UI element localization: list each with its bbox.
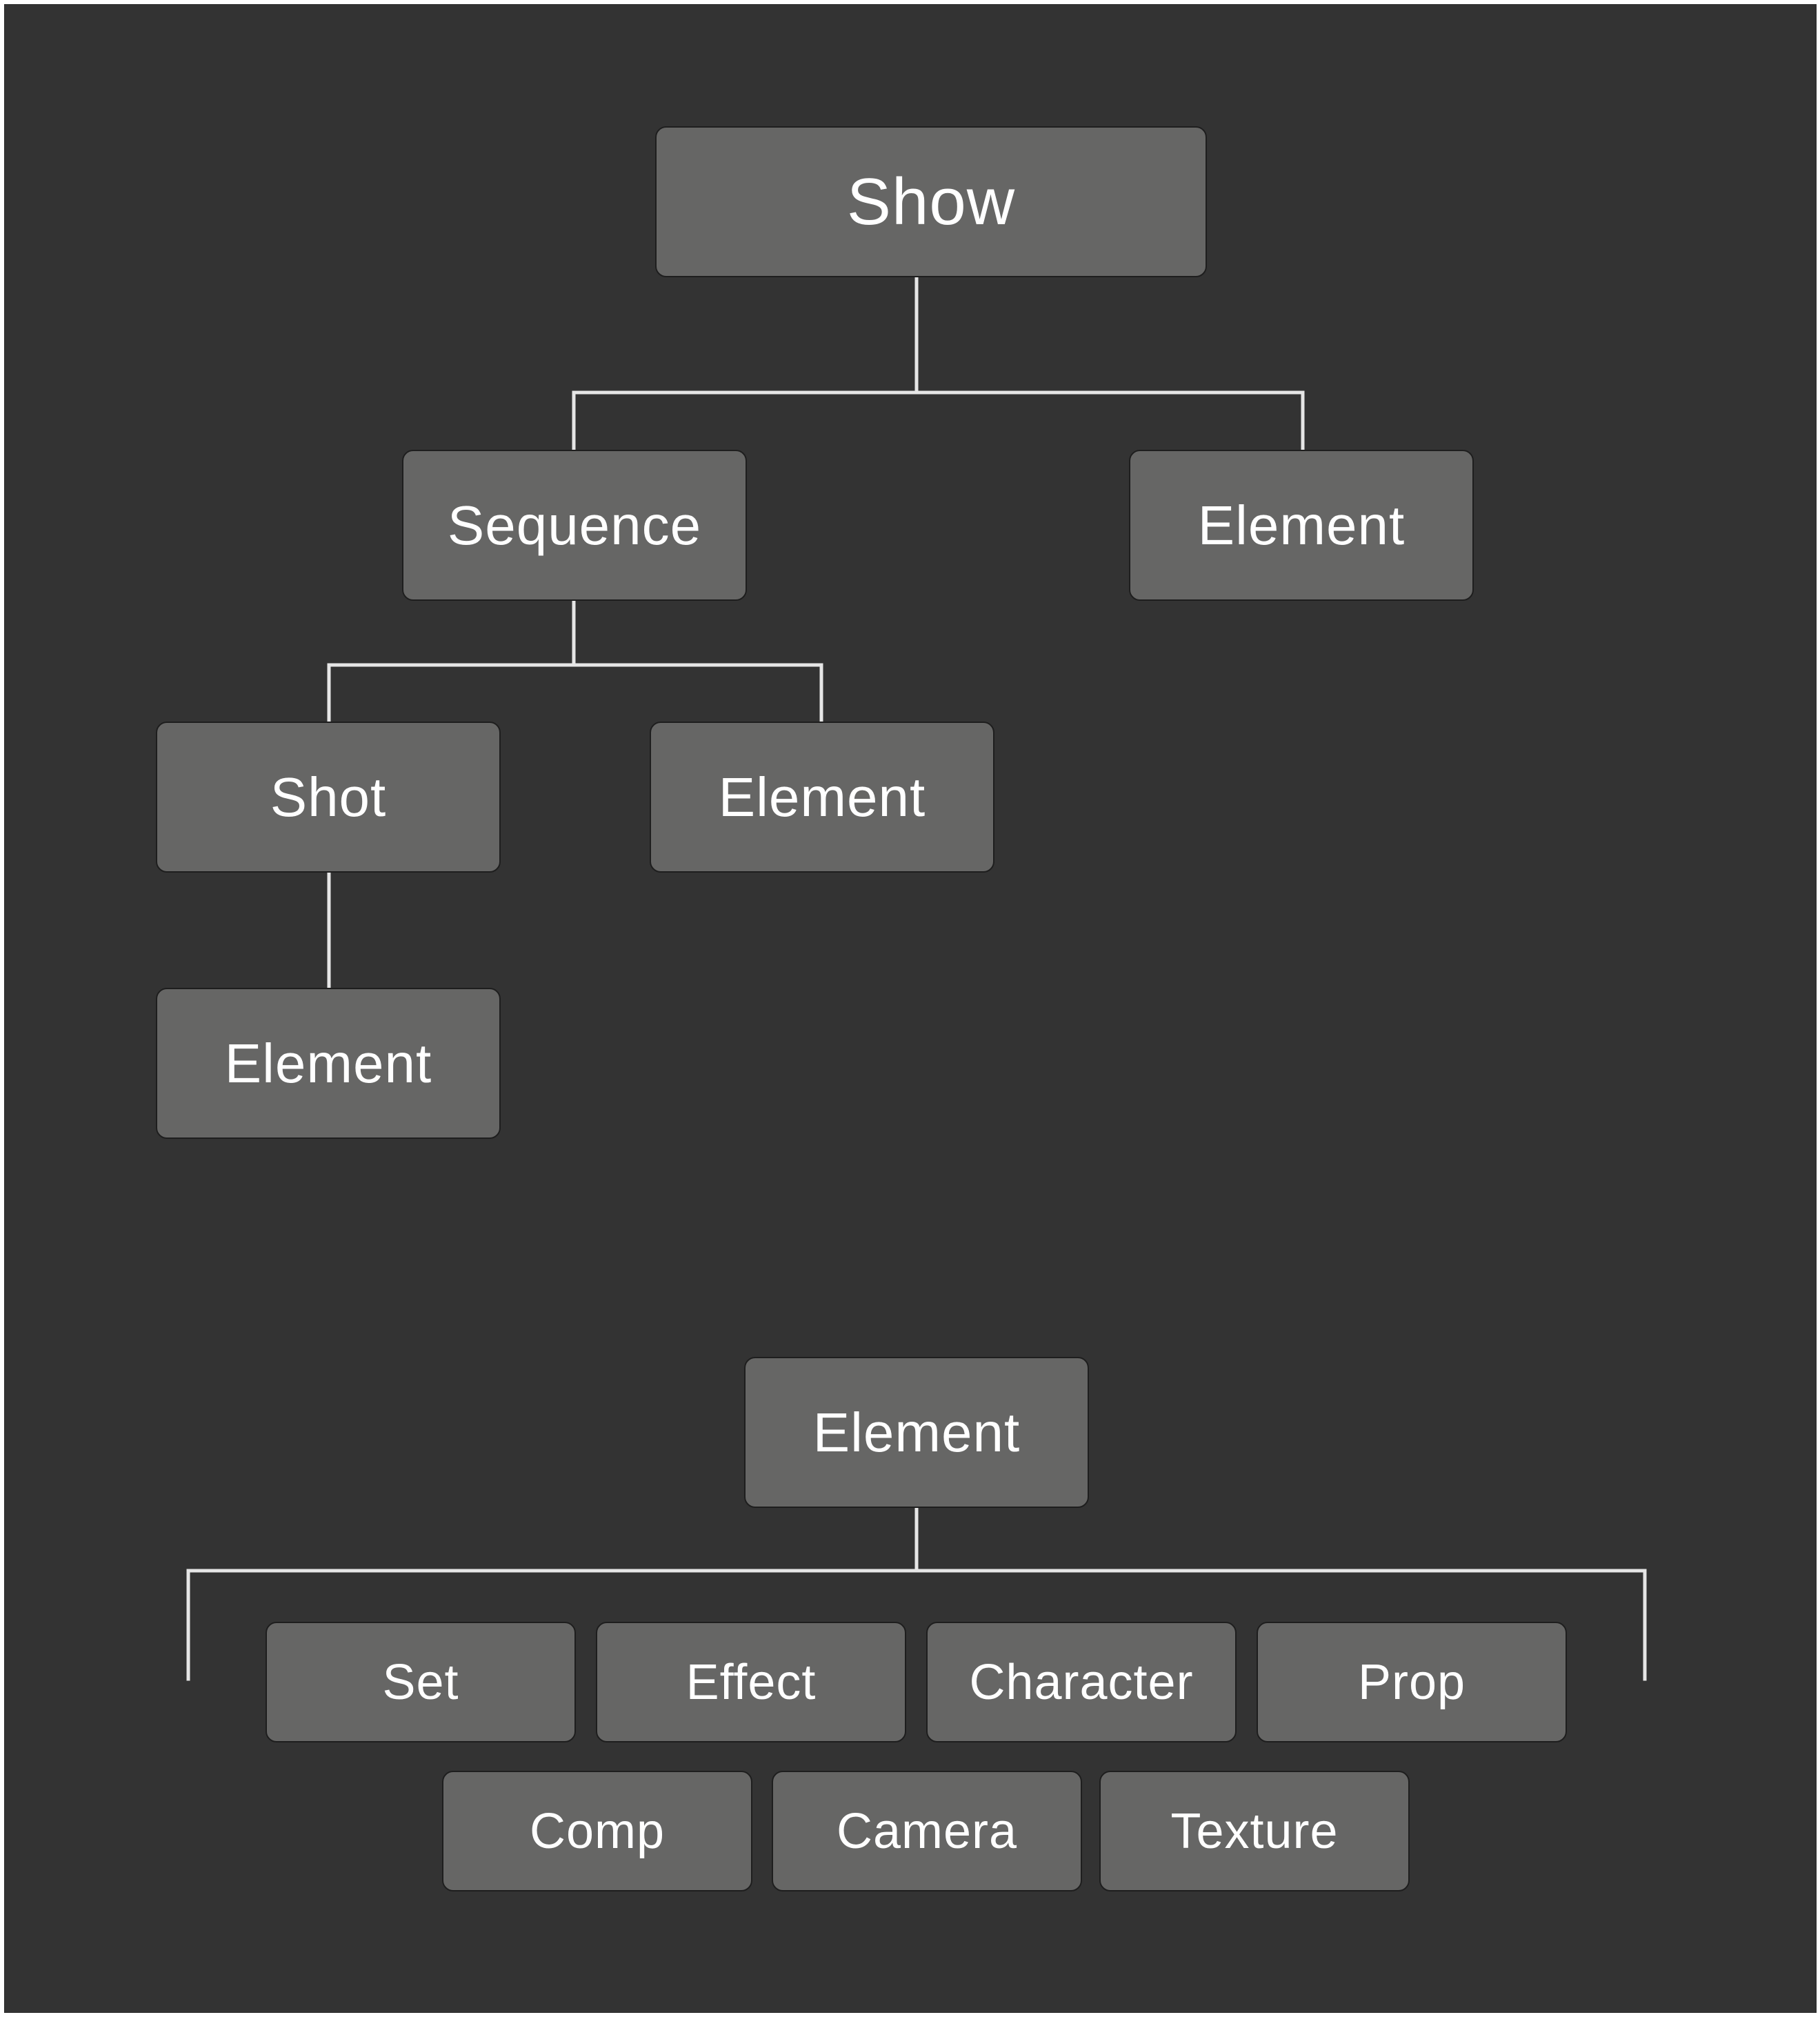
node-element-root: Element xyxy=(744,1357,1089,1508)
node-element-root-label: Element xyxy=(812,1401,1021,1463)
node-sequence-element-label: Element xyxy=(718,766,926,828)
node-element-type-set: Set xyxy=(266,1622,576,1742)
node-element-type-prop: Prop xyxy=(1257,1622,1567,1742)
node-sequence: Sequence xyxy=(402,450,747,601)
node-element-type-camera: Camera xyxy=(772,1771,1082,1891)
node-element-type-texture: Texture xyxy=(1099,1771,1410,1891)
element-type-label: Effect xyxy=(686,1654,817,1710)
node-show-element: Element xyxy=(1129,450,1474,601)
node-sequence-label: Sequence xyxy=(447,494,702,556)
node-shot-element-label: Element xyxy=(224,1032,432,1094)
node-element-type-comp: Comp xyxy=(442,1771,752,1891)
element-type-label: Texture xyxy=(1170,1803,1339,1859)
element-type-label: Camera xyxy=(836,1803,1018,1859)
node-shot-element: Element xyxy=(156,988,501,1139)
node-show-label: Show xyxy=(846,164,1016,239)
node-shot-label: Shot xyxy=(270,766,387,828)
node-element-type-effect: Effect xyxy=(596,1622,906,1742)
node-show-element-label: Element xyxy=(1197,494,1406,556)
element-type-label: Prop xyxy=(1357,1654,1466,1710)
node-shot: Shot xyxy=(156,722,501,873)
node-show: Show xyxy=(655,126,1207,277)
element-type-label: Set xyxy=(382,1654,459,1710)
node-element-type-character: Character xyxy=(926,1622,1237,1742)
node-sequence-element: Element xyxy=(650,722,994,873)
element-type-label: Character xyxy=(969,1654,1194,1710)
element-type-label: Comp xyxy=(529,1803,666,1859)
